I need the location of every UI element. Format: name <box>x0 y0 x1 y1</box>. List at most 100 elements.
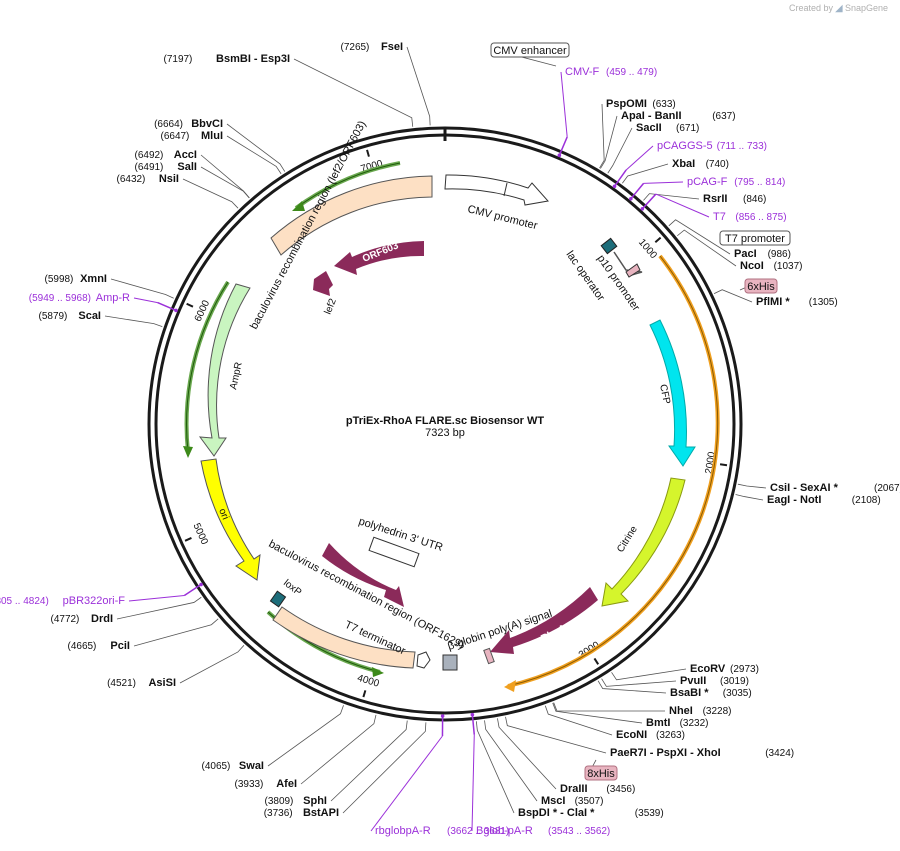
leader-line <box>484 720 538 802</box>
restriction-site[interactable]: SacII(671) <box>636 122 699 134</box>
site-position: (5998) <box>44 274 73 285</box>
site-position: (3035) <box>723 688 752 699</box>
cmv-divider <box>503 182 508 197</box>
lef2-arrow <box>313 271 333 296</box>
boxed-feature-label[interactable]: CMV enhancer <box>490 42 570 58</box>
leader-line <box>300 714 377 785</box>
restriction-site[interactable]: DrdI(4772) <box>50 613 113 625</box>
restriction-site[interactable]: AccI(6492) <box>134 149 197 161</box>
leader-line <box>116 596 202 620</box>
primer-leader <box>614 169 627 186</box>
site-name: AfeI <box>276 778 297 790</box>
restriction-site[interactable]: BmtI(3232) <box>646 717 709 729</box>
credit-prefix: Created by <box>788 3 833 13</box>
restriction-site[interactable]: BsaBI * (3035) <box>670 687 752 699</box>
primer-binding-site[interactable]: rbglobpA-R(3662 .. 3681) <box>375 825 509 837</box>
leader-line <box>737 483 767 489</box>
baculo-bottom-region <box>272 606 416 669</box>
restriction-site[interactable]: MscI(3507) <box>541 795 604 807</box>
restriction-site[interactable]: PspOMI(633) <box>606 98 676 110</box>
restriction-site[interactable]: BsmBI - Esp3I(7197) <box>163 53 290 65</box>
primer-marker <box>640 206 645 211</box>
leader-line <box>599 103 605 169</box>
tick-label: 5000 <box>191 522 210 547</box>
leader-line <box>200 154 250 199</box>
primer-leader <box>560 71 568 137</box>
site-position: (3263) <box>656 730 685 741</box>
restriction-site[interactable]: RsrII(846) <box>703 193 766 205</box>
boxed-feature-label[interactable]: 8xHis <box>584 765 618 781</box>
site-name: AsiSI <box>148 677 176 689</box>
leader-line <box>544 705 613 736</box>
restriction-site[interactable]: AfeI(3933) <box>234 778 297 790</box>
primer-binding-site[interactable]: pCAGGS-5(711 .. 733) <box>657 140 767 152</box>
restriction-site[interactable]: EagI - NotI(2108) <box>767 494 881 506</box>
restriction-site[interactable]: BstAPI(3736) <box>264 807 339 819</box>
site-name: PaeR7I - PspXI - XhoI <box>610 747 721 759</box>
boxed-feature-label[interactable]: 6xHis <box>744 278 778 294</box>
primer-range: (459 .. 479) <box>606 67 657 78</box>
restriction-site[interactable]: NsiI(6432) <box>116 173 179 185</box>
restriction-site[interactable]: DraIII(3456) <box>560 783 635 795</box>
restriction-site[interactable]: NcoI(1037) <box>740 260 803 272</box>
restriction-site[interactable]: BbvCI(6664) <box>154 118 223 130</box>
boxed-feature-label[interactable]: T7 promoter <box>719 230 791 246</box>
leader-line <box>182 178 239 209</box>
ori-arrow <box>200 458 261 581</box>
restriction-site[interactable]: EcoNI(3263) <box>616 729 685 741</box>
restriction-site[interactable]: PciI(4665) <box>67 640 130 652</box>
box-frame <box>584 765 618 781</box>
restriction-site[interactable]: XmnI(5998) <box>44 273 107 285</box>
site-position: (6664) <box>154 119 183 130</box>
restriction-site[interactable]: PacI(986) <box>734 248 791 260</box>
ori-label: ori <box>216 507 230 521</box>
site-position: (2067) <box>874 483 900 494</box>
restriction-site[interactable]: NheI(3228) <box>669 705 732 717</box>
restriction-site[interactable]: BspDI * - ClaI *(3539) <box>518 807 664 819</box>
box-label-text: 6xHis <box>747 281 775 293</box>
t7-terminator-mark <box>416 651 431 669</box>
site-position: (3232) <box>680 718 709 729</box>
primer-binding-site[interactable]: CMV-F(459 .. 479) <box>565 66 657 78</box>
site-label-layer: FseI(7265) BsmBI - Esp3I(7197) BbvCI(6664)… <box>38 41 900 819</box>
site-position: (3809) <box>264 796 293 807</box>
primer-binding-site[interactable]: T7(856 .. 875) <box>713 211 787 223</box>
restriction-site[interactable]: MluI(6647) <box>160 130 223 142</box>
primer-binding-site[interactable]: Bglob-pA-R(3543 .. 3562) <box>476 825 610 837</box>
restriction-site[interactable]: ScaI(5879) <box>38 310 101 322</box>
green-arc-top-core <box>295 162 401 209</box>
leader-line <box>643 193 700 201</box>
site-name: PacI <box>734 248 757 260</box>
site-name: BsaBI * <box>670 687 709 699</box>
restriction-site[interactable]: SwaI(4065) <box>201 760 264 772</box>
leader-line <box>267 705 344 767</box>
restriction-site[interactable]: AsiSI (4521) <box>107 677 176 689</box>
leader-line <box>611 668 687 681</box>
loxp-box <box>269 590 287 608</box>
plasmid-length: 7323 bp <box>425 427 465 439</box>
primer-binding-site[interactable]: Amp-R(5949 .. 5968) <box>29 292 130 304</box>
primer-binding-site[interactable]: pCAG-F(795 .. 814) <box>687 176 785 188</box>
restriction-site[interactable]: PaeR7I - PspXI - XhoI(3424) <box>610 747 794 759</box>
restriction-site[interactable]: EcoRV(2973) <box>690 663 759 675</box>
primer-marker <box>629 196 633 201</box>
restriction-site[interactable]: SphI(3809) <box>264 795 327 807</box>
restriction-site[interactable]: XbaI(740) <box>672 158 729 170</box>
primer-leader <box>471 734 475 832</box>
restriction-site[interactable]: FseI(7265) <box>340 41 403 53</box>
leader-line <box>104 315 163 327</box>
restriction-site[interactable]: SalI(6491) <box>134 161 197 173</box>
site-name: FseI <box>381 41 403 53</box>
leader-line <box>553 702 666 712</box>
cmv-promoter-arrow <box>444 174 549 206</box>
restriction-site[interactable]: PflMI *(1305) <box>756 296 838 308</box>
snapgene-logo-icon: ◢ <box>835 3 843 13</box>
primer-binding-site[interactable]: pBR322ori-F(4805 .. 4824) <box>0 595 125 607</box>
restriction-site[interactable]: PvuII(3019) <box>680 675 749 687</box>
site-position: (6491) <box>134 162 163 173</box>
restriction-site[interactable]: CsiI - SexAI *(2067) <box>770 482 900 494</box>
site-position: (4521) <box>107 678 136 689</box>
restriction-site[interactable]: ApaI - BanII(637) <box>621 110 736 122</box>
site-position: (1037) <box>774 261 803 272</box>
primer-leader <box>471 715 476 735</box>
